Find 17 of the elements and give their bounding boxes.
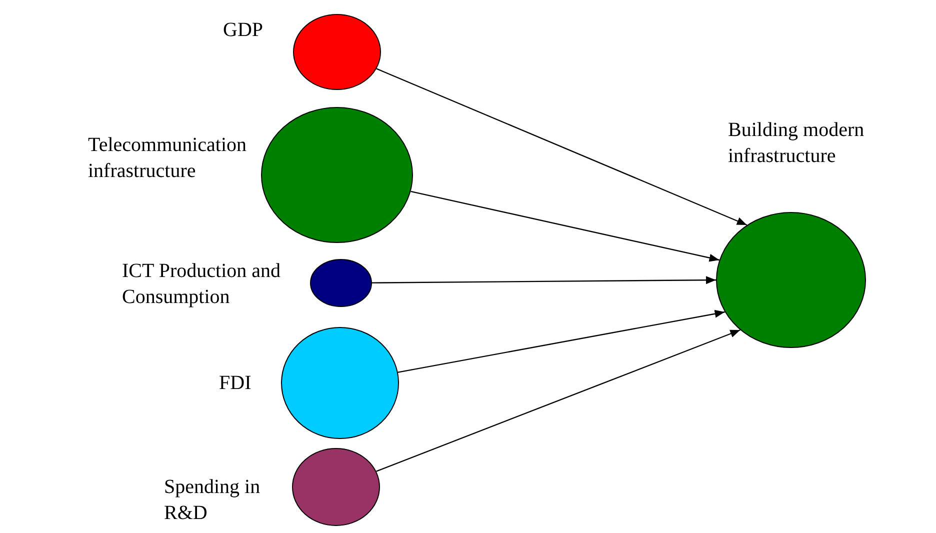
circle xyxy=(310,259,372,307)
node-label: Spending in R&D xyxy=(164,475,262,526)
circle xyxy=(716,212,866,348)
node-label: Telecommunication infrastructure xyxy=(88,133,248,184)
arrow xyxy=(372,276,716,284)
node-label: Building modern infrastructure xyxy=(728,118,866,169)
circle xyxy=(281,327,399,439)
circle xyxy=(261,107,413,243)
node-label: ICT Production and Consumption xyxy=(122,259,282,310)
circle xyxy=(293,14,381,90)
node-label: GDP xyxy=(223,18,264,43)
arrow xyxy=(398,310,725,373)
node-label: FDI xyxy=(219,371,252,396)
arrow xyxy=(376,329,740,472)
arrow xyxy=(376,68,748,226)
arrow xyxy=(410,190,720,262)
circle xyxy=(292,448,380,526)
